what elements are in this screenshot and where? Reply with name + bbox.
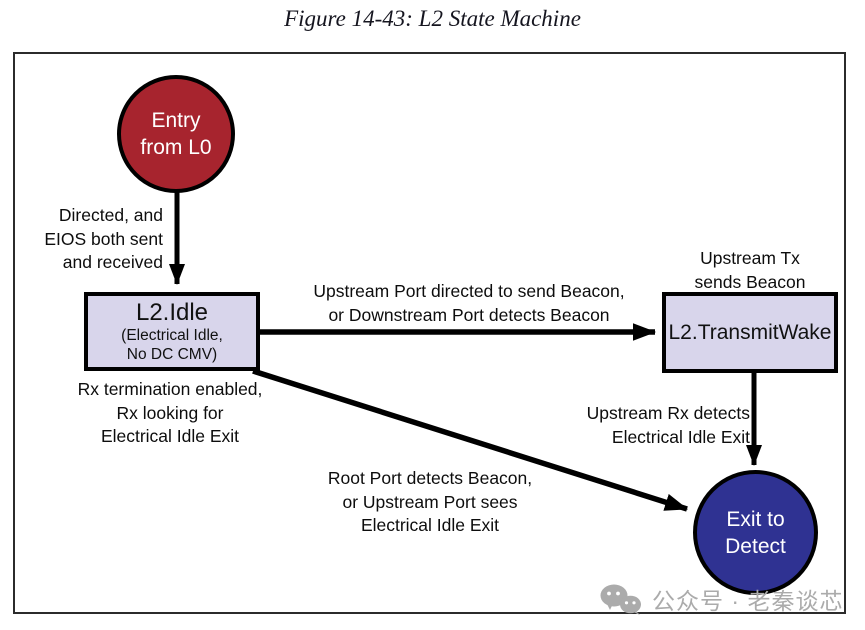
state-exit-label-line1: Exit to	[726, 507, 785, 531]
wechat-icon	[600, 584, 641, 615]
label-line: Upstream Rx detects	[586, 403, 750, 423]
state-l2-idle-title: L2.Idle	[135, 299, 209, 326]
watermark: 公众号 · 老秦谈芯	[598, 582, 843, 616]
label-line: or Upstream Port sees	[342, 491, 518, 512]
label-line: Rx looking for	[116, 402, 224, 423]
label-wake-to-exit: Upstream Rx detects Electrical Idle Exit	[527, 402, 750, 449]
state-entry-label-line1: Entry	[151, 109, 201, 132]
label-line: Electrical Idle Exit	[611, 426, 750, 447]
label-line: Root Port detects Beacon,	[327, 468, 533, 488]
state-l2-transmitwake: L2.TransmitWake	[662, 292, 838, 373]
label-line: and received	[62, 252, 163, 272]
state-l2-idle: L2.Idle (Electrical Idle, No DC CMV)	[84, 292, 260, 371]
label-line: Electrical Idle Exit	[360, 515, 500, 535]
label-idle-to-exit: Root Port detects Beacon, or Upstream Po…	[280, 467, 580, 538]
label-line: Directed, and	[58, 205, 163, 225]
label-line: or Downstream Port detects Beacon	[328, 304, 610, 325]
label-line: Electrical Idle Exit	[100, 426, 240, 446]
label-line: EIOS both sent	[44, 228, 163, 249]
label-idle-to-wake: Upstream Port directed to send Beacon, o…	[273, 280, 665, 327]
state-exit-to-detect: Exit to Detect	[693, 470, 818, 595]
state-exit-label-line2: Detect	[725, 534, 786, 558]
watermark-text: 公众号 · 老秦谈芯	[652, 588, 844, 614]
state-entry-from-l0: Entry from L0	[117, 75, 235, 193]
label-entry-to-idle: Directed, and EIOS both sent and receive…	[15, 204, 163, 275]
state-l2-idle-sub2: No DC CMV)	[126, 346, 218, 363]
label-line: Upstream Port directed to send Beacon,	[313, 281, 625, 301]
label-idle-note: Rx termination enabled, Rx looking for E…	[45, 378, 295, 449]
state-l2-transmitwake-label: L2.TransmitWake	[668, 320, 832, 344]
state-entry-label-line2: from L0	[140, 136, 212, 159]
label-line: Rx termination enabled,	[77, 379, 263, 399]
diagram-frame: Entry from L0 Directed, and EIOS both se…	[13, 52, 846, 616]
label-wake-note: Upstream Tx sends Beacon	[650, 247, 850, 294]
figure-title: Figure 14-43: L2 State Machine	[284, 6, 581, 31]
label-line: Upstream Tx	[700, 248, 800, 268]
state-l2-idle-sub1: (Electrical Idle,	[121, 327, 223, 344]
label-line: sends Beacon	[694, 271, 806, 292]
